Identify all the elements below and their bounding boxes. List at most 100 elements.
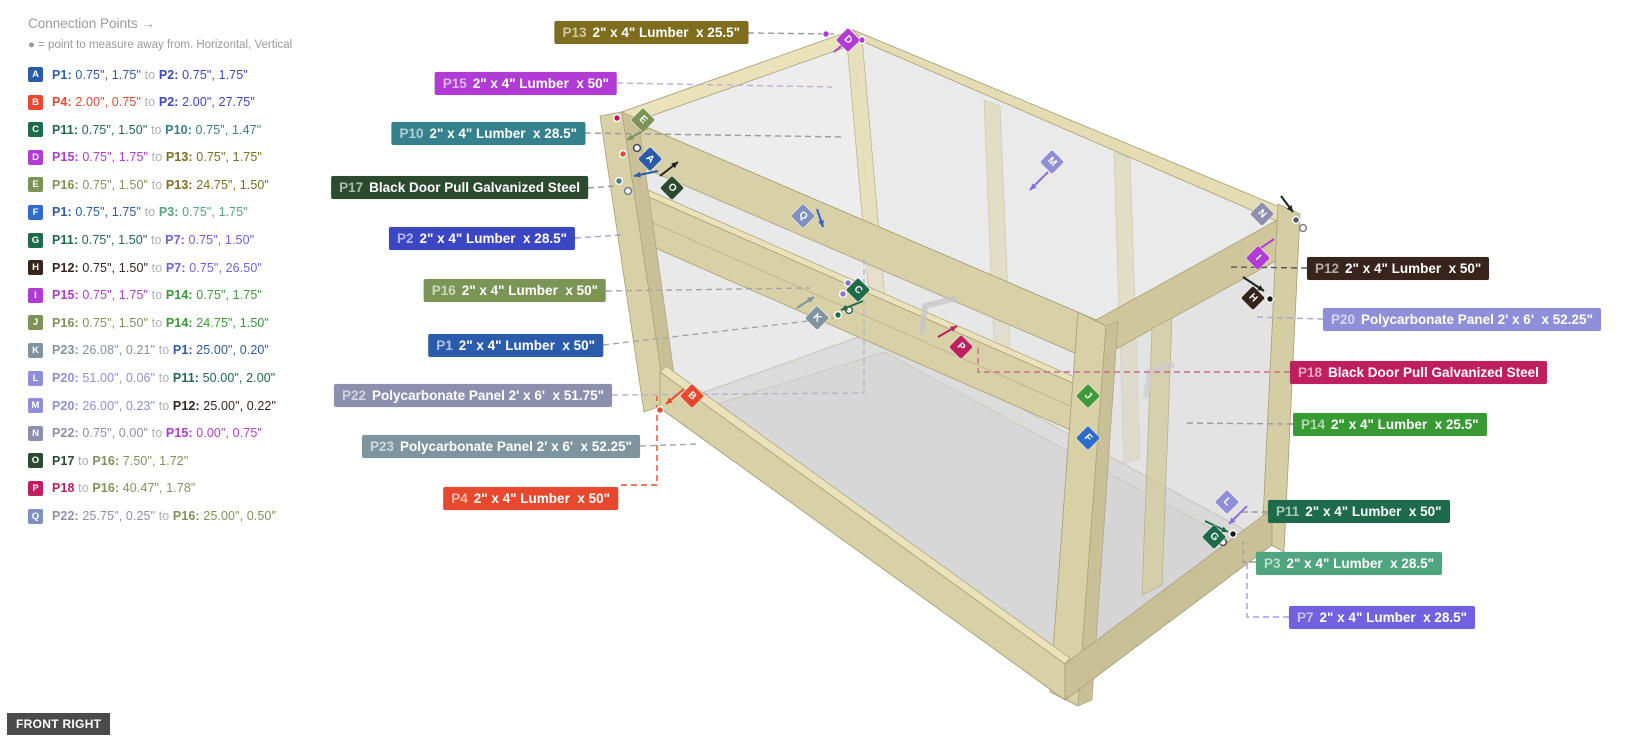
measure-arrow-head [666,397,673,404]
legend-row-text: P20: 51.00", 0.06" to P11: 50.00", 2.00" [52,371,276,386]
measure-point-dot [1228,529,1238,539]
part-number: P7 [1297,610,1314,625]
part-description: 2" x 4" Lumber x 50" [472,76,609,91]
measure-point-dot [612,113,622,123]
leader-line-P17 [587,185,615,189]
part-description: 2" x 4" Lumber x 28.5" [419,231,567,246]
part-label-P23[interactable]: P23 Polycarbonate Panel 2' x 6' x 52.25" [362,435,640,458]
legend-badge-L: L [28,370,43,386]
measure-point-dot [1298,223,1308,233]
part-description: Polycarbonate Panel 2' x 6' x 52.25" [1361,312,1593,327]
leader-line-P14 [1182,422,1294,425]
legend-badge-O: O [28,453,43,469]
measure-arrow-head [1221,526,1228,532]
legend-row-L[interactable]: L P20: 51.00", 0.06" to P11: 50.00", 2.00… [28,370,388,386]
legend-row-text: P12: 0.75", 1.50" to P7: 0.75", 26.50" [52,260,262,275]
legend-row-P[interactable]: P P18 to P16: 40.47", 1.78" [28,480,388,496]
part-number: P15 [442,76,467,91]
measure-arrow-head [807,297,814,303]
legend-row-text: P22: 25.75", 0.25" to P16: 25.00", 0.50" [52,509,277,523]
measure-arrow-head [1030,183,1037,190]
legend-row-text: P20: 26.00", 0.23" to P12: 25.00", 0.22" [52,398,277,413]
part-description: 2" x 4" Lumber x 28.5" [1286,556,1435,571]
right-face-stud [1141,317,1173,596]
part-label-P15[interactable]: P15 2" x 4" Lumber x 50" [434,72,617,95]
part-number: P18 [1298,365,1323,380]
part-description: 2" x 4" Lumber x 28.5" [1319,610,1468,625]
legend-row-text: P18 to P16: 40.47", 1.78" [52,481,196,496]
measure-point-dot [618,149,628,159]
leader-line-P7 [1246,561,1289,618]
legend-row-text: P22: 0.75", 0.00" to P15: 0.00", 0.75" [52,426,262,441]
measure-point-dot [821,29,831,39]
legend-row-text: P1: 0.75", 1.75" to P3: 0.75", 1.75" [52,205,248,220]
legend-row-text: P17 to P16: 7.50", 1.72" [52,453,189,468]
part-label-P16[interactable]: P16 2" x 4" Lumber x 50" [423,279,606,302]
measure-point-dot [1265,294,1275,304]
part-label-P7[interactable]: P7 2" x 4" Lumber x 28.5" [1289,606,1476,629]
measure-point-dot [655,405,665,415]
measure-arrow-head [1229,517,1236,524]
measure-point-dot [833,310,843,320]
measure-arrow-head [818,220,824,227]
part-description: Black Door Pull Galvanized Steel [1328,365,1539,380]
legend-badge-P: P [28,480,43,496]
legend-row-text: P23: 26.08", 0.21" to P1: 25.00", 0.20" [52,343,269,358]
leader-line-P1 [602,317,835,346]
part-number: P16 [431,283,456,298]
part-description: Polycarbonate Panel 2' x 6' x 52.25" [400,439,632,454]
measure-arrow-head [627,134,634,140]
legend-badge-G: G [28,232,43,248]
door-pull-ghost [919,296,956,335]
part-description: 2" x 4" Lumber x 50" [473,491,610,506]
legend-badge-E: E [28,177,43,193]
legend-badge-I: I [28,287,43,303]
measure-point-dot [632,143,642,153]
leader-line-P3 [1242,542,1256,563]
part-label-P18[interactable]: P18 Black Door Pull Galvanized Steel [1290,361,1547,384]
view-orientation-label: FRONT RIGHT [7,713,111,735]
measure-arrow-head [841,304,848,311]
measure-point-dot [614,176,624,186]
part-description: 2" x 4" Lumber x 50" [1345,261,1482,276]
part-number: P2 [396,231,414,246]
part-number: P10 [399,126,424,141]
part-number: P11 [1276,504,1300,519]
leader-line-P23 [639,443,701,447]
part-number: P13 [562,25,587,40]
part-number: P23 [370,439,395,454]
measure-arrow-head [950,326,957,332]
part-description: 2" x 4" Lumber x 50" [461,283,598,298]
part-label-P2[interactable]: P2 2" x 4" Lumber x 28.5" [388,227,575,250]
leader-line-P4 [621,396,658,486]
legend-row-O[interactable]: O P17 to P16: 7.50", 1.72" [28,453,388,469]
measure-arrow-head [1257,285,1264,291]
